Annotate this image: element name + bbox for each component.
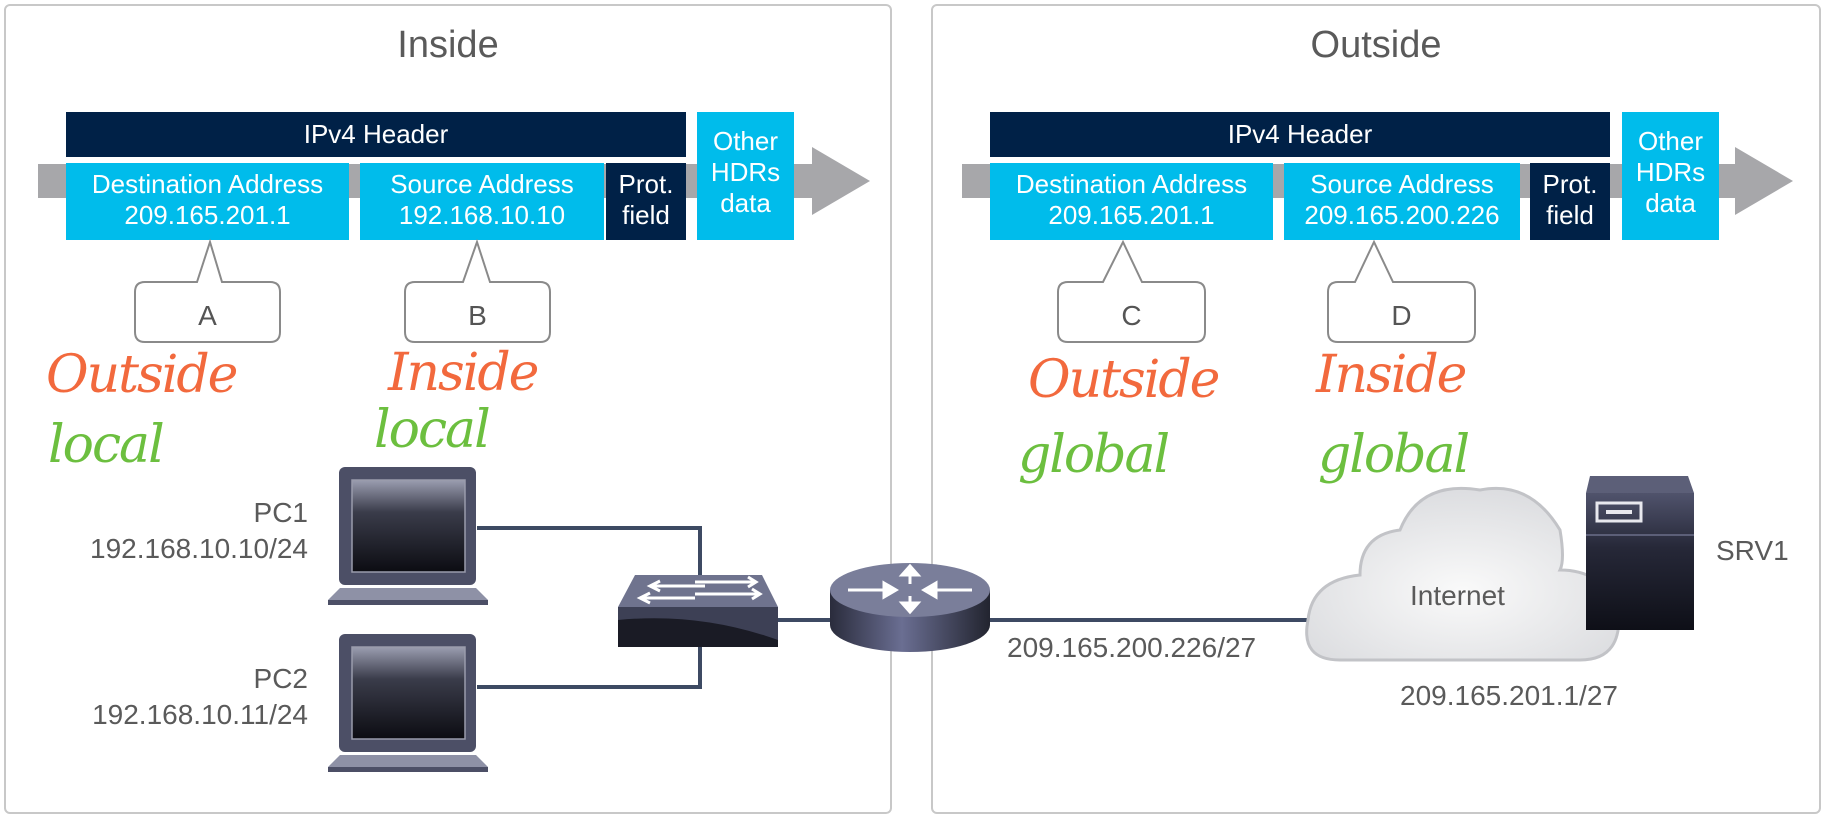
callout-a: A [135, 242, 280, 342]
pc1-laptop-icon [328, 467, 488, 605]
inside-source-address-field: Source Address 192.168.10.10 [360, 163, 604, 240]
outside-protocol-field: Prot. field [1530, 163, 1610, 240]
callout-d: D [1328, 242, 1475, 342]
callout-b: B [405, 242, 550, 342]
router-outside-ip-label: 209.165.200.226/27 [1007, 632, 1257, 663]
outside-protocol-line2: field [1546, 200, 1594, 230]
outside-ipv4-header-bar: IPv4 Header [990, 112, 1610, 157]
pc2-name-label: PC2 [253, 663, 308, 694]
internet-cloud-icon [1305, 486, 1621, 662]
inside-protocol-line2: field [622, 200, 670, 230]
callout-d-shape [1327, 239, 1476, 343]
link-pc1-switch [477, 526, 702, 578]
callout-d-letter: D [1391, 300, 1412, 331]
inside-source-address-label: Source Address [390, 169, 574, 199]
inside-protocol-line1: Prot. [618, 169, 674, 199]
router-icon [830, 563, 990, 652]
outside-protocol-line1: Prot. [1542, 169, 1598, 199]
callout-c-shape [1057, 239, 1206, 343]
server-srv1-icon [1586, 476, 1694, 630]
network-links [477, 526, 1310, 689]
inside-other-line3: data [720, 188, 771, 218]
annotation-d-line1: Inside [1316, 345, 1467, 405]
outside-packet-flow-arrow-icon [1735, 147, 1793, 215]
outside-other-line2: HDRs [1635, 157, 1706, 187]
outside-other-headers-field: Other HDRs data [1622, 112, 1719, 240]
callout-a-shape [134, 238, 281, 343]
srv1-ip-label: 209.165.201.1/27 [1400, 680, 1618, 711]
annotation-b-line2: local [374, 400, 491, 460]
outside-destination-address-value: 209.165.201.1 [1048, 200, 1215, 230]
annotation-d-line2: global [1318, 425, 1470, 485]
inside-destination-address-label: Destination Address [91, 169, 324, 199]
pc2-laptop-icon [328, 634, 488, 772]
inside-destination-address-value: 209.165.201.1 [124, 200, 291, 230]
internet-cloud-label: Internet [1410, 580, 1505, 611]
pc1-name-label: PC1 [253, 497, 308, 528]
outside-source-address-label: Source Address [1310, 169, 1494, 199]
inside-protocol-field: Prot. field [606, 163, 686, 240]
inside-other-headers-field: Other HDRs data [697, 112, 794, 240]
outside-panel-title: Outside [1310, 24, 1442, 66]
outside-other-line3: data [1645, 188, 1696, 218]
callout-c-letter: C [1121, 300, 1142, 331]
outside-other-line1: Other [1637, 126, 1704, 156]
annotation-b-line1: Inside [388, 343, 539, 403]
callout-b-letter: B [468, 300, 487, 331]
pc1-ip-label: 192.168.10.10/24 [90, 533, 308, 564]
annotation-c-line1: Outside [1028, 350, 1220, 410]
callout-c: C [1058, 242, 1205, 342]
outside-source-address-field: Source Address 209.165.200.226 [1284, 163, 1520, 240]
outside-source-address-value: 209.165.200.226 [1304, 200, 1500, 230]
srv1-name-label: SRV1 [1716, 535, 1789, 566]
switch-icon [618, 575, 778, 647]
outside-destination-address-label: Destination Address [1015, 169, 1248, 199]
outside-destination-address-field: Destination Address 209.165.201.1 [990, 163, 1273, 240]
inside-other-line1: Other [712, 126, 779, 156]
inside-destination-address-field: Destination Address 209.165.201.1 [66, 163, 349, 240]
inside-panel-title: Inside [397, 24, 499, 66]
inside-ipv4-header-bar: IPv4 Header [66, 112, 686, 157]
inside-packet-flow-arrow-icon [812, 147, 870, 215]
inside-source-address-value: 192.168.10.10 [398, 200, 566, 230]
annotation-a-line2: local [48, 415, 165, 475]
inside-other-line2: HDRs [710, 157, 781, 187]
annotation-a-line1: Outside [46, 345, 238, 405]
callout-a-letter: A [198, 300, 217, 331]
link-pc2-switch [477, 645, 702, 689]
callout-b-shape [404, 238, 551, 343]
annotation-c-line2: global [1018, 425, 1170, 485]
pc2-ip-label: 192.168.10.11/24 [92, 699, 308, 730]
